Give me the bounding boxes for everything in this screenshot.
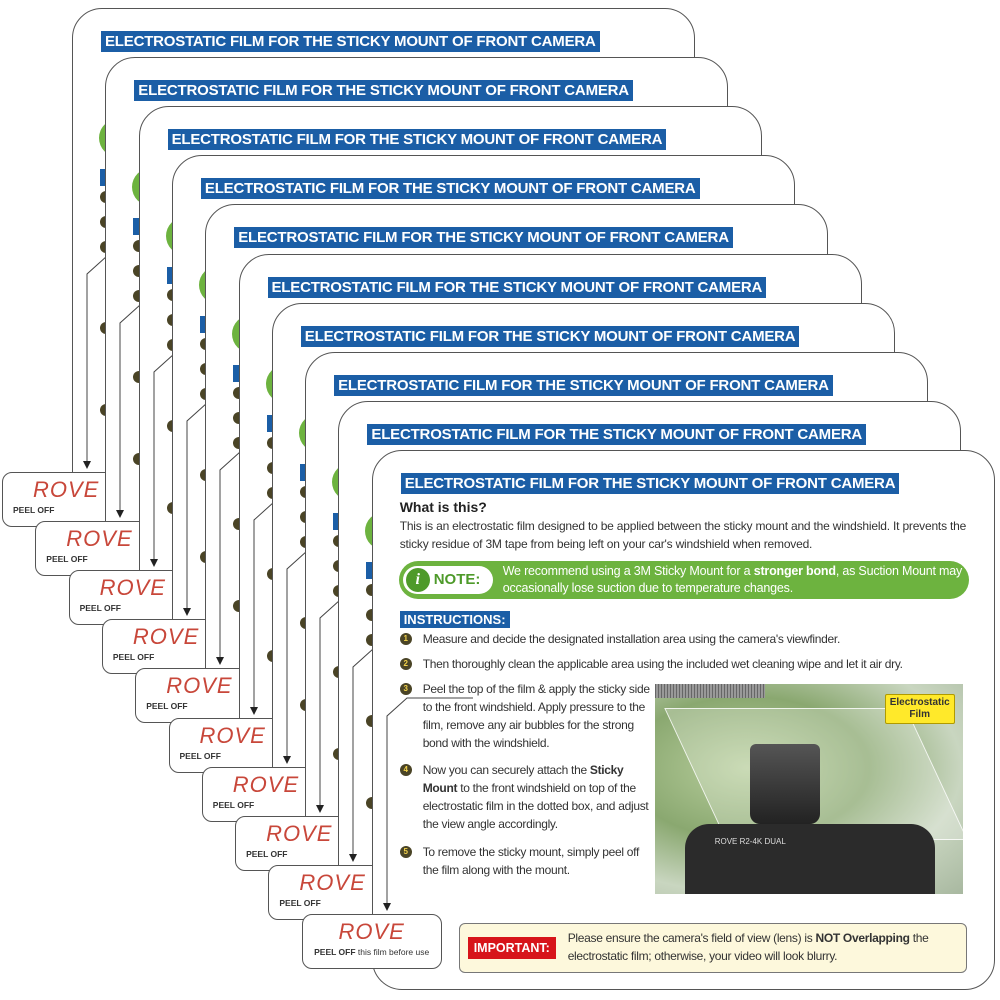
peel-off-text: PEEL OFF [279,898,320,908]
peel-arrow-icon [382,697,473,911]
peel-rest: this film before use [355,946,430,957]
note-banner: i NOTE: We recommend using a 3M Sticky M… [398,560,969,599]
peel-tab[interactable]: ROVE PEEL OFF this film before use [301,913,442,969]
step-number: 3 [399,682,412,695]
camera-label: ROVE R2-4K DUAL [714,836,786,846]
rove-logo: ROVE [166,673,233,699]
windshield-grille [654,683,765,698]
note-label: NOTE: [433,570,481,588]
peel-bold: PEEL OFF [179,750,221,761]
peel-off-text: PEEL OFF [180,751,221,761]
important-box: IMPORTANT: Please ensure the camera's fi… [458,922,967,973]
step-text-bold: Sticky Mount [422,762,624,795]
peel-bold: PEEL OFF [46,554,88,565]
rove-logo: ROVE [99,575,166,601]
step-number: 4 [399,763,412,776]
peel-off-text: PEEL OFF [113,652,154,662]
card-title: ELECTROSTATIC FILM FOR THE STICKY MOUNT … [234,227,733,249]
step-text: To remove the sticky mount, simply peel … [422,844,640,877]
note-pill: i NOTE: [402,565,493,594]
instructions-label: INSTRUCTIONS: [399,610,510,628]
card-title: ELECTROSTATIC FILM FOR THE STICKY MOUNT … [167,129,667,151]
note-text-bold: stronger bond [753,563,836,578]
step-text: Peel the top of the film & apply the sti… [422,681,650,750]
rove-logo: ROVE [33,477,100,502]
installation-photo: ROVE R2-4K DUAL Electrostatic Film [654,683,963,894]
step-text-pre: Now you can securely attach the [422,762,590,777]
peel-off-text: PEEL OFF this film before use [303,947,441,957]
note-text: We recommend using a 3M Sticky Mount for… [503,563,963,597]
card-title: ELECTROSTATIC FILM FOR THE STICKY MOUNT … [367,423,867,445]
important-label: IMPORTANT: [467,936,556,959]
dash-camera [684,823,935,894]
important-text-pre: Please ensure the camera's field of view… [567,930,816,945]
step-text: Measure and decide the designated instal… [422,631,841,646]
peel-off-text: PEEL OFF [246,849,287,859]
sticky-mount [749,743,820,824]
card-title: ELECTROSTATIC FILM FOR THE STICKY MOUNT … [334,374,833,396]
card-title: ELECTROSTATIC FILM FOR THE STICKY MOUNT … [101,31,600,52]
rove-logo: ROVE [266,820,333,846]
peel-bold: PEEL OFF [246,848,288,859]
rove-logo: ROVE [232,771,300,797]
rove-logo: ROVE [132,624,200,650]
peel-bold: PEEL OFF [79,603,121,614]
what-heading: What is this? [399,498,487,515]
step-number: 2 [399,657,412,670]
peel-bold: PEEL OFF [13,505,55,515]
rove-logo: ROVE [338,918,405,944]
card-title: ELECTROSTATIC FILM FOR THE STICKY MOUNT … [400,472,900,494]
peel-bold: PEEL OFF [212,799,255,810]
peel-off-text: PEEL OFF [213,800,254,810]
what-text: This is an electrostatic film designed t… [399,518,967,551]
rove-logo: ROVE [299,869,366,895]
peel-bold: PEEL OFF [314,946,356,957]
important-text-bold: NOT Overlapping [815,930,910,945]
info-icon: i [405,567,430,592]
note-text-post: , as Suction Mount may occasionally lose… [502,563,963,595]
peel-bold: PEEL OFF [146,701,188,712]
card-title: ELECTROSTATIC FILM FOR THE STICKY MOUNT … [300,325,800,347]
rove-logo: ROVE [199,722,266,748]
peel-off-text: PEEL OFF [13,505,54,515]
callout-bubble: Electrostatic Film [884,693,955,724]
peel-bold: PEEL OFF [112,652,155,663]
card-title: ELECTROSTATIC FILM FOR THE STICKY MOUNT … [267,276,767,298]
important-text: Please ensure the camera's field of view… [568,929,964,965]
peel-bold: PEEL OFF [279,897,321,908]
card-title: ELECTROSTATIC FILM FOR THE STICKY MOUNT … [200,178,700,200]
note-text-pre: We recommend using a 3M Sticky Mount for… [502,563,754,578]
step-number: 5 [399,845,412,858]
peel-off-text: PEEL OFF [146,701,187,711]
step-number: 1 [399,632,412,645]
step-text: Then thoroughly clean the applicable are… [422,656,903,671]
rove-logo: ROVE [66,526,133,552]
instruction-card: ELECTROSTATIC FILM FOR THE STICKY MOUNT … [371,449,995,990]
card-title: ELECTROSTATIC FILM FOR THE STICKY MOUNT … [134,80,633,102]
peel-off-text: PEEL OFF [80,603,121,613]
peel-off-text: PEEL OFF [46,554,87,564]
step-text-post: to the front windshield on top of the el… [422,780,649,831]
important-text-post: the electrostatic film; otherwise, your … [567,930,929,963]
